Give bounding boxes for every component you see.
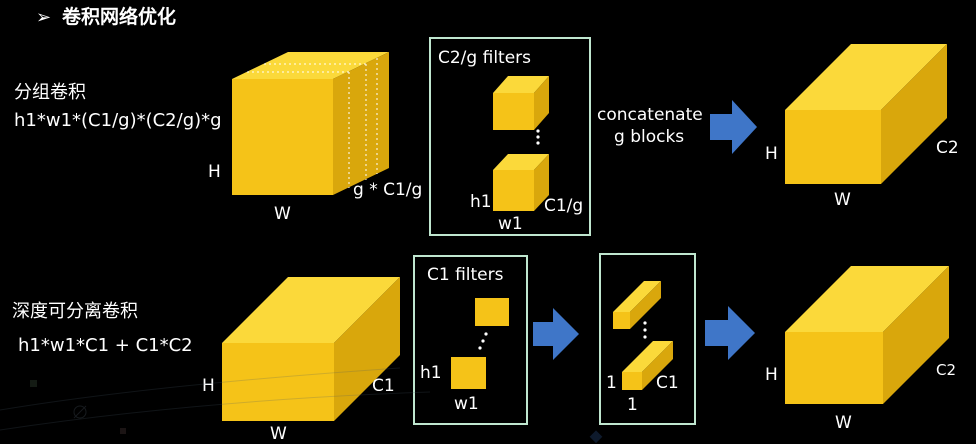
- depthwise-input-h-label: H: [202, 376, 215, 396]
- depthwise-output-w-label: W: [835, 413, 852, 433]
- group-conv-label: 分组卷积: [14, 82, 86, 103]
- pointwise-c-label: C1: [656, 373, 679, 393]
- group-output-w-label: W: [834, 190, 851, 210]
- concat-arrow-icon: [710, 100, 757, 154]
- depthwise-output-cube: [785, 266, 949, 404]
- group-output-h-label: H: [765, 144, 778, 164]
- group-partition-lines: [247, 58, 378, 188]
- pointwise-box: [599, 253, 696, 425]
- depthwise-filter-top: [475, 298, 509, 326]
- concat-text-line1: concatenate: [597, 105, 703, 125]
- page-title: 卷积网络优化: [61, 5, 176, 28]
- pointwise-filter-bottom: [622, 341, 673, 390]
- group-output-c-label: C2: [936, 138, 959, 158]
- depthwise-input-c-label: C1: [372, 376, 395, 396]
- pointwise-ellipsis: [643, 321, 647, 339]
- group-filters-box: [429, 37, 591, 236]
- cube-top-face: [232, 52, 389, 79]
- cube-front-face: [232, 79, 333, 195]
- depthwise-conv-label: 深度可分离卷积: [12, 301, 138, 322]
- group-filter-bottom: [493, 154, 549, 211]
- group-output-cube: [785, 44, 947, 184]
- depthwise-filter-w-label: w1: [454, 394, 479, 414]
- pointwise-arrow-icon: [705, 306, 755, 360]
- title-marker: ➢: [36, 7, 51, 28]
- group-filter-top: [493, 76, 549, 130]
- depthwise-filters-title: C1 filters: [427, 265, 504, 285]
- pointwise-filter-top: [613, 281, 661, 329]
- group-filters-ellipsis: [536, 129, 540, 145]
- depthwise-arrow-icon: [533, 308, 579, 360]
- depthwise-filters-box: [413, 255, 528, 425]
- depthwise-filters-ellipsis: [478, 332, 488, 350]
- group-filter-w-label: w1: [498, 214, 523, 234]
- group-input-h-label: H: [208, 162, 221, 182]
- depthwise-filter-h-label: h1: [420, 363, 442, 383]
- group-filter-c-label: C1/g: [544, 196, 583, 216]
- depthwise-input-w-label: W: [270, 424, 287, 444]
- pointwise-h-label: 1: [606, 373, 617, 393]
- group-input-w-label: W: [274, 204, 291, 224]
- group-filter-h-label: h1: [470, 192, 492, 212]
- depthwise-filter-bottom: [451, 357, 486, 389]
- cube-side-face: [333, 52, 389, 195]
- pointwise-w-label: 1: [627, 395, 638, 415]
- concat-text-line2: g blocks: [614, 127, 684, 147]
- group-conv-input-cube: [232, 52, 389, 195]
- depthwise-output-c-label: C2: [936, 361, 956, 379]
- depthwise-input-cube: [222, 277, 400, 421]
- depthwise-conv-formula: h1*w1*C1 + C1*C2: [18, 335, 193, 356]
- depthwise-output-h-label: H: [765, 365, 778, 385]
- group-filters-title: C2/g filters: [438, 48, 531, 68]
- group-input-c-label: g * C1/g: [353, 180, 422, 200]
- group-conv-formula: h1*w1*(C1/g)*(C2/g)*g: [14, 110, 222, 131]
